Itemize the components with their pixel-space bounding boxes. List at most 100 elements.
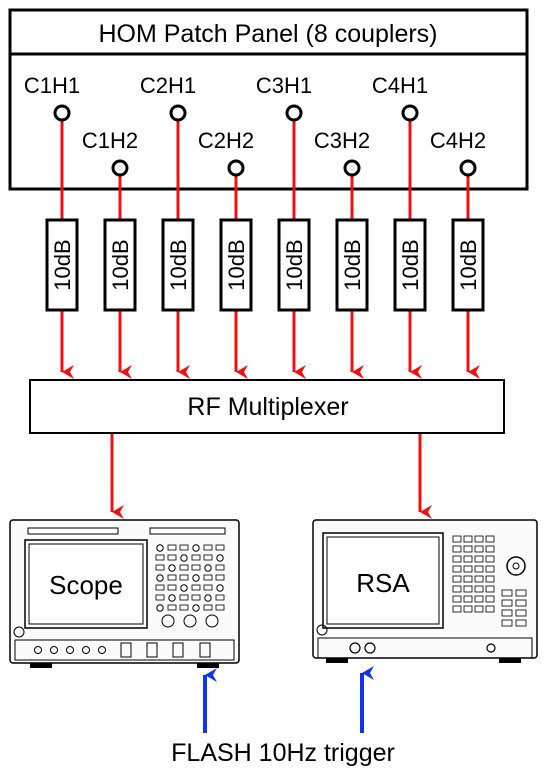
attenuator: 10dB bbox=[277, 218, 311, 312]
scope-front-connector bbox=[98, 646, 106, 654]
attenuator-box bbox=[219, 218, 253, 312]
rsa-control-button bbox=[485, 595, 495, 603]
rsa-control-button bbox=[463, 585, 473, 593]
scope-control-button bbox=[167, 554, 177, 561]
rsa-output-connector bbox=[486, 643, 496, 653]
coupler-label: C4H2 bbox=[430, 128, 486, 153]
rsa-control-button bbox=[485, 605, 495, 613]
rf-multiplexer-label: RF Multiplexer bbox=[187, 393, 348, 421]
attenuator-box bbox=[393, 218, 427, 312]
attenuator-label: 10dB bbox=[398, 239, 423, 290]
scope-control-knob bbox=[192, 544, 200, 552]
scope-control-button bbox=[167, 604, 177, 611]
rsa-control-button bbox=[452, 595, 462, 603]
rsa-foot-left bbox=[326, 658, 348, 663]
attenuator: 10dB bbox=[451, 218, 485, 312]
scope-screen bbox=[28, 543, 144, 625]
rsa-foot-right bbox=[499, 658, 521, 663]
rsa-knob bbox=[506, 556, 526, 576]
scope-control-button bbox=[191, 564, 201, 571]
scope-control-button bbox=[215, 564, 225, 571]
scope-control-button bbox=[191, 554, 201, 561]
attenuator-box bbox=[451, 218, 485, 312]
scope-control-button bbox=[203, 604, 213, 611]
scope-control-knob bbox=[156, 574, 164, 582]
scope-control-knob bbox=[192, 604, 200, 612]
scope-control-button bbox=[179, 594, 189, 601]
coupler-label: C2H2 bbox=[198, 128, 254, 153]
rsa-control-button bbox=[474, 555, 484, 563]
rsa-control-button bbox=[474, 535, 484, 543]
attenuator-label: 10dB bbox=[340, 239, 365, 290]
rsa-control-button bbox=[485, 535, 495, 543]
coupler-port bbox=[285, 104, 303, 122]
attenuator-box bbox=[277, 218, 311, 312]
rsa-control-button bbox=[452, 605, 462, 613]
attenuator-box bbox=[161, 218, 195, 312]
scope-control-knob bbox=[204, 564, 212, 572]
trigger-label: FLASH 10Hz trigger bbox=[171, 739, 395, 767]
scope-control-button bbox=[179, 564, 189, 571]
scope-control-button bbox=[191, 594, 201, 601]
rsa-control-button bbox=[474, 595, 484, 603]
scope-control-button bbox=[215, 604, 225, 611]
rsa-control-button bbox=[463, 535, 473, 543]
scope-front-connector bbox=[82, 646, 90, 654]
rsa-control-button bbox=[474, 605, 484, 613]
scope-control-knob bbox=[156, 544, 164, 552]
scope-control-button bbox=[215, 574, 225, 581]
scope-control-button bbox=[203, 544, 213, 551]
scope-bottom-panel bbox=[14, 639, 235, 661]
scope-front-connector bbox=[50, 646, 58, 654]
scope-control-knob bbox=[216, 554, 224, 562]
scope-foot-right bbox=[197, 663, 219, 668]
coupler-port bbox=[401, 104, 419, 122]
rsa-control-button bbox=[515, 599, 527, 607]
scope-top-strip-right bbox=[149, 527, 226, 535]
attenuator-box bbox=[45, 218, 79, 312]
scope-control-button bbox=[155, 594, 165, 601]
rsa-controls bbox=[452, 535, 527, 627]
attenuator-label: 10dB bbox=[224, 239, 249, 290]
scope-control-button bbox=[215, 594, 225, 601]
rsa-knob-center bbox=[512, 562, 520, 570]
scope-control-button bbox=[155, 584, 165, 591]
rsa-input-connector-2 bbox=[364, 642, 376, 654]
patch-panel-title: HOM Patch Panel (8 couplers) bbox=[98, 20, 437, 48]
attenuator-box bbox=[335, 218, 369, 312]
rsa-control-button bbox=[463, 595, 473, 603]
scope-control-button bbox=[167, 584, 177, 591]
coupler-port bbox=[343, 159, 361, 177]
rsa-control-button bbox=[463, 575, 473, 583]
attenuator-label: 10dB bbox=[50, 239, 75, 290]
scope-channel-knob bbox=[161, 614, 175, 628]
attenuator-label: 10dB bbox=[108, 239, 133, 290]
rsa-input-connector-1 bbox=[349, 642, 361, 654]
rsa-control-button bbox=[452, 575, 462, 583]
rsa-control-button bbox=[485, 565, 495, 573]
attenuator-label: 10dB bbox=[456, 239, 481, 290]
rsa-control-button bbox=[501, 589, 513, 597]
patch-panel-box bbox=[8, 8, 529, 191]
scope-top-strip bbox=[27, 527, 119, 535]
scope-control-knob bbox=[180, 554, 188, 562]
coupler-port bbox=[227, 159, 245, 177]
attenuator: 10dB bbox=[219, 218, 253, 312]
scope-control-button bbox=[203, 574, 213, 581]
rsa-control-button bbox=[515, 619, 527, 627]
coupler-label: C1H1 bbox=[24, 73, 80, 98]
scope-controls bbox=[155, 544, 225, 628]
rsa-control-button bbox=[501, 599, 513, 607]
scope-control-button bbox=[167, 544, 177, 551]
scope-channel-knob bbox=[183, 614, 197, 628]
rsa-control-button bbox=[452, 535, 462, 543]
rsa-control-button bbox=[463, 565, 473, 573]
scope-control-button bbox=[203, 584, 213, 591]
attenuator: 10dB bbox=[45, 218, 79, 312]
rsa-control-button bbox=[463, 605, 473, 613]
coupler-label: C3H2 bbox=[314, 128, 370, 153]
scope-connectors bbox=[34, 642, 211, 658]
scope-front-connector bbox=[66, 646, 74, 654]
rsa-control-button bbox=[474, 575, 484, 583]
